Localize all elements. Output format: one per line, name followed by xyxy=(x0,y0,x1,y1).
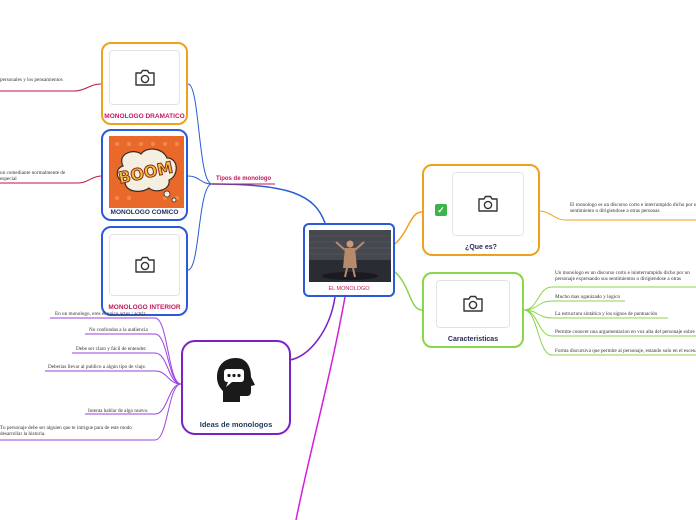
boom-comic-image: BOOM xyxy=(109,136,184,208)
image-placeholder xyxy=(436,280,510,328)
comico-title: MONOLOGO COMICO xyxy=(110,209,179,216)
connector-tipos-comico xyxy=(187,175,213,185)
monologo-comico-node[interactable]: BOOM MONOLOGO COMICO xyxy=(101,129,188,221)
camera-icon xyxy=(463,295,483,312)
monologo-interior-node[interactable]: MONOLOGO INTERIOR xyxy=(101,226,188,316)
connector-ideas xyxy=(289,296,336,361)
image-placeholder xyxy=(109,234,180,296)
connector-que-es xyxy=(394,211,423,245)
center-label: EL MONOLOGO xyxy=(328,286,370,292)
ideas-leaf-5: Intenta hablar de algo nuevo. xyxy=(88,408,149,414)
connector-tipos xyxy=(211,183,326,224)
ideas-node[interactable]: Ideas de monologos xyxy=(181,340,291,435)
connector-tipos-dramatico xyxy=(187,83,213,185)
caracteristicas-leaf-4: Permite conocer una argumentacion en voz… xyxy=(555,329,696,335)
dramatico-title: MONOLOGO DRAMATICO xyxy=(104,113,185,120)
caracteristicas-leaf-1: Un monologo es un discurso corto e inint… xyxy=(555,270,690,283)
caracteristicas-node[interactable]: Caracteristicas xyxy=(422,272,524,348)
ideas-title: Ideas de monologos xyxy=(199,420,273,429)
camera-icon xyxy=(134,69,155,86)
center-node[interactable]: EL MONOLOGO xyxy=(303,223,395,297)
image-placeholder xyxy=(452,172,524,236)
image-placeholder xyxy=(109,50,180,105)
connector-car-leaf-2 xyxy=(523,300,625,311)
ideas-leaf-2: No confundas a la audiencia xyxy=(89,327,148,333)
ideas-leaf-3: Debe ser claro y fácil de entender. xyxy=(76,346,147,352)
ideas-leaf-6: Tu personaje debe ser alguien que te int… xyxy=(0,425,132,437)
ideas-leaf-1: En un monologo, eres el unico actor / ac… xyxy=(55,311,147,317)
connector-ideas-leaf-4 xyxy=(45,370,182,385)
monologo-dramatico-node[interactable]: MONOLOGO DRAMATICO xyxy=(101,42,188,125)
caracteristicas-title: Caracteristicas xyxy=(447,336,499,343)
caracteristicas-leaf-5: Forma discursiva que permite al personaj… xyxy=(555,348,696,354)
connector-trunk-down xyxy=(295,296,346,520)
caracteristicas-leaf-2: Mucho mas oganizado y logico xyxy=(555,294,621,300)
comico-leaf: un comediante normalmente de especial xyxy=(0,170,66,182)
interior-title: MONOLOGO INTERIOR xyxy=(108,304,181,311)
que-es-title: ¿Que es? xyxy=(465,244,497,251)
stage-photo xyxy=(309,230,391,282)
connector-ideas-leaf-2 xyxy=(85,333,182,385)
head-speech-icon xyxy=(217,358,255,402)
tipos-label[interactable]: Tipos de monologo xyxy=(216,176,272,182)
connector-dramatico-leaf xyxy=(0,83,102,92)
camera-icon xyxy=(478,195,498,212)
connector-caracteristicas xyxy=(394,271,423,311)
caracteristicas-leaf-3: La estructura sintática y los signos de … xyxy=(555,311,658,317)
ideas-leaf-4: Deberias llevar al publico a algún tipo … xyxy=(48,364,147,370)
que-es-leaf: El monologo es un discurso corto e inter… xyxy=(570,202,696,214)
dramatico-leaf: personales y los pensamientos xyxy=(0,77,63,83)
connector-tipos-interior xyxy=(187,183,213,271)
check-icon: ✓ xyxy=(435,204,447,216)
camera-icon xyxy=(134,256,155,273)
